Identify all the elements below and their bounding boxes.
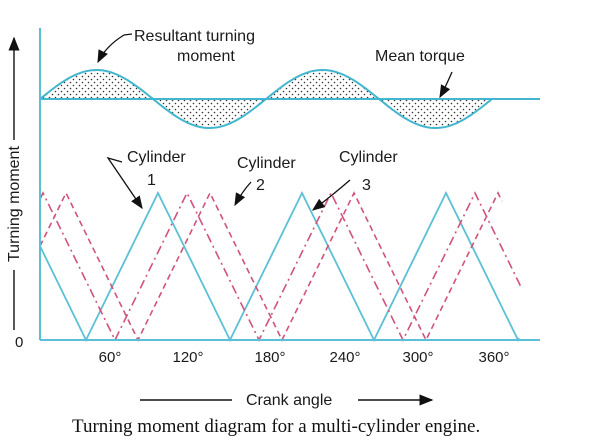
cylinder-2-label: Cylinder [237, 155, 296, 172]
x-tick-label: 120° [172, 349, 203, 366]
x-tick-label: 300° [402, 349, 433, 366]
x-tick-label: 60° [99, 349, 122, 366]
cylinder-3-label: Cylinder [339, 149, 398, 166]
x-axis-title: Crank angle [246, 392, 332, 409]
cylinder-3-number: 3 [362, 177, 371, 194]
y-axis-title-group: Turning moment [6, 36, 23, 330]
y-axis-title: Turning moment [6, 146, 23, 262]
cylinder-1-number: 1 [147, 172, 156, 189]
x-axis-title-group: Crank angle [140, 392, 434, 409]
x-tick-label: 180° [254, 349, 285, 366]
figure-caption: Turning moment diagram for a multi-cylin… [72, 416, 480, 437]
mean-torque-label: Mean torque [375, 48, 465, 65]
origin-label: 0 [15, 334, 23, 351]
cylinder-1-pointer [106, 156, 143, 210]
mean-torque-pointer [439, 71, 453, 99]
x-tick-labels: 60° 120° 180° 240° 300° 360° [99, 349, 510, 366]
cylinder-1-curve [39, 190, 520, 343]
resultant-label-line1: Resultant turning [134, 28, 255, 45]
cylinder-3-pointer [311, 179, 351, 211]
cylinder-2-number: 2 [256, 177, 265, 194]
resultant-pointer [97, 33, 133, 64]
x-tick-label: 240° [329, 349, 360, 366]
cylinder-2-pointer [234, 181, 252, 207]
x-tick-label: 360° [478, 349, 509, 366]
cylinder-2-curve [39, 191, 523, 342]
cylinder-curves [39, 190, 523, 343]
resultant-label-line2: moment [177, 48, 235, 65]
cylinder-1-label: Cylinder [127, 149, 186, 166]
cylinder-3-curve [39, 191, 503, 342]
resultant-turning-moment-curve [39, 69, 493, 129]
